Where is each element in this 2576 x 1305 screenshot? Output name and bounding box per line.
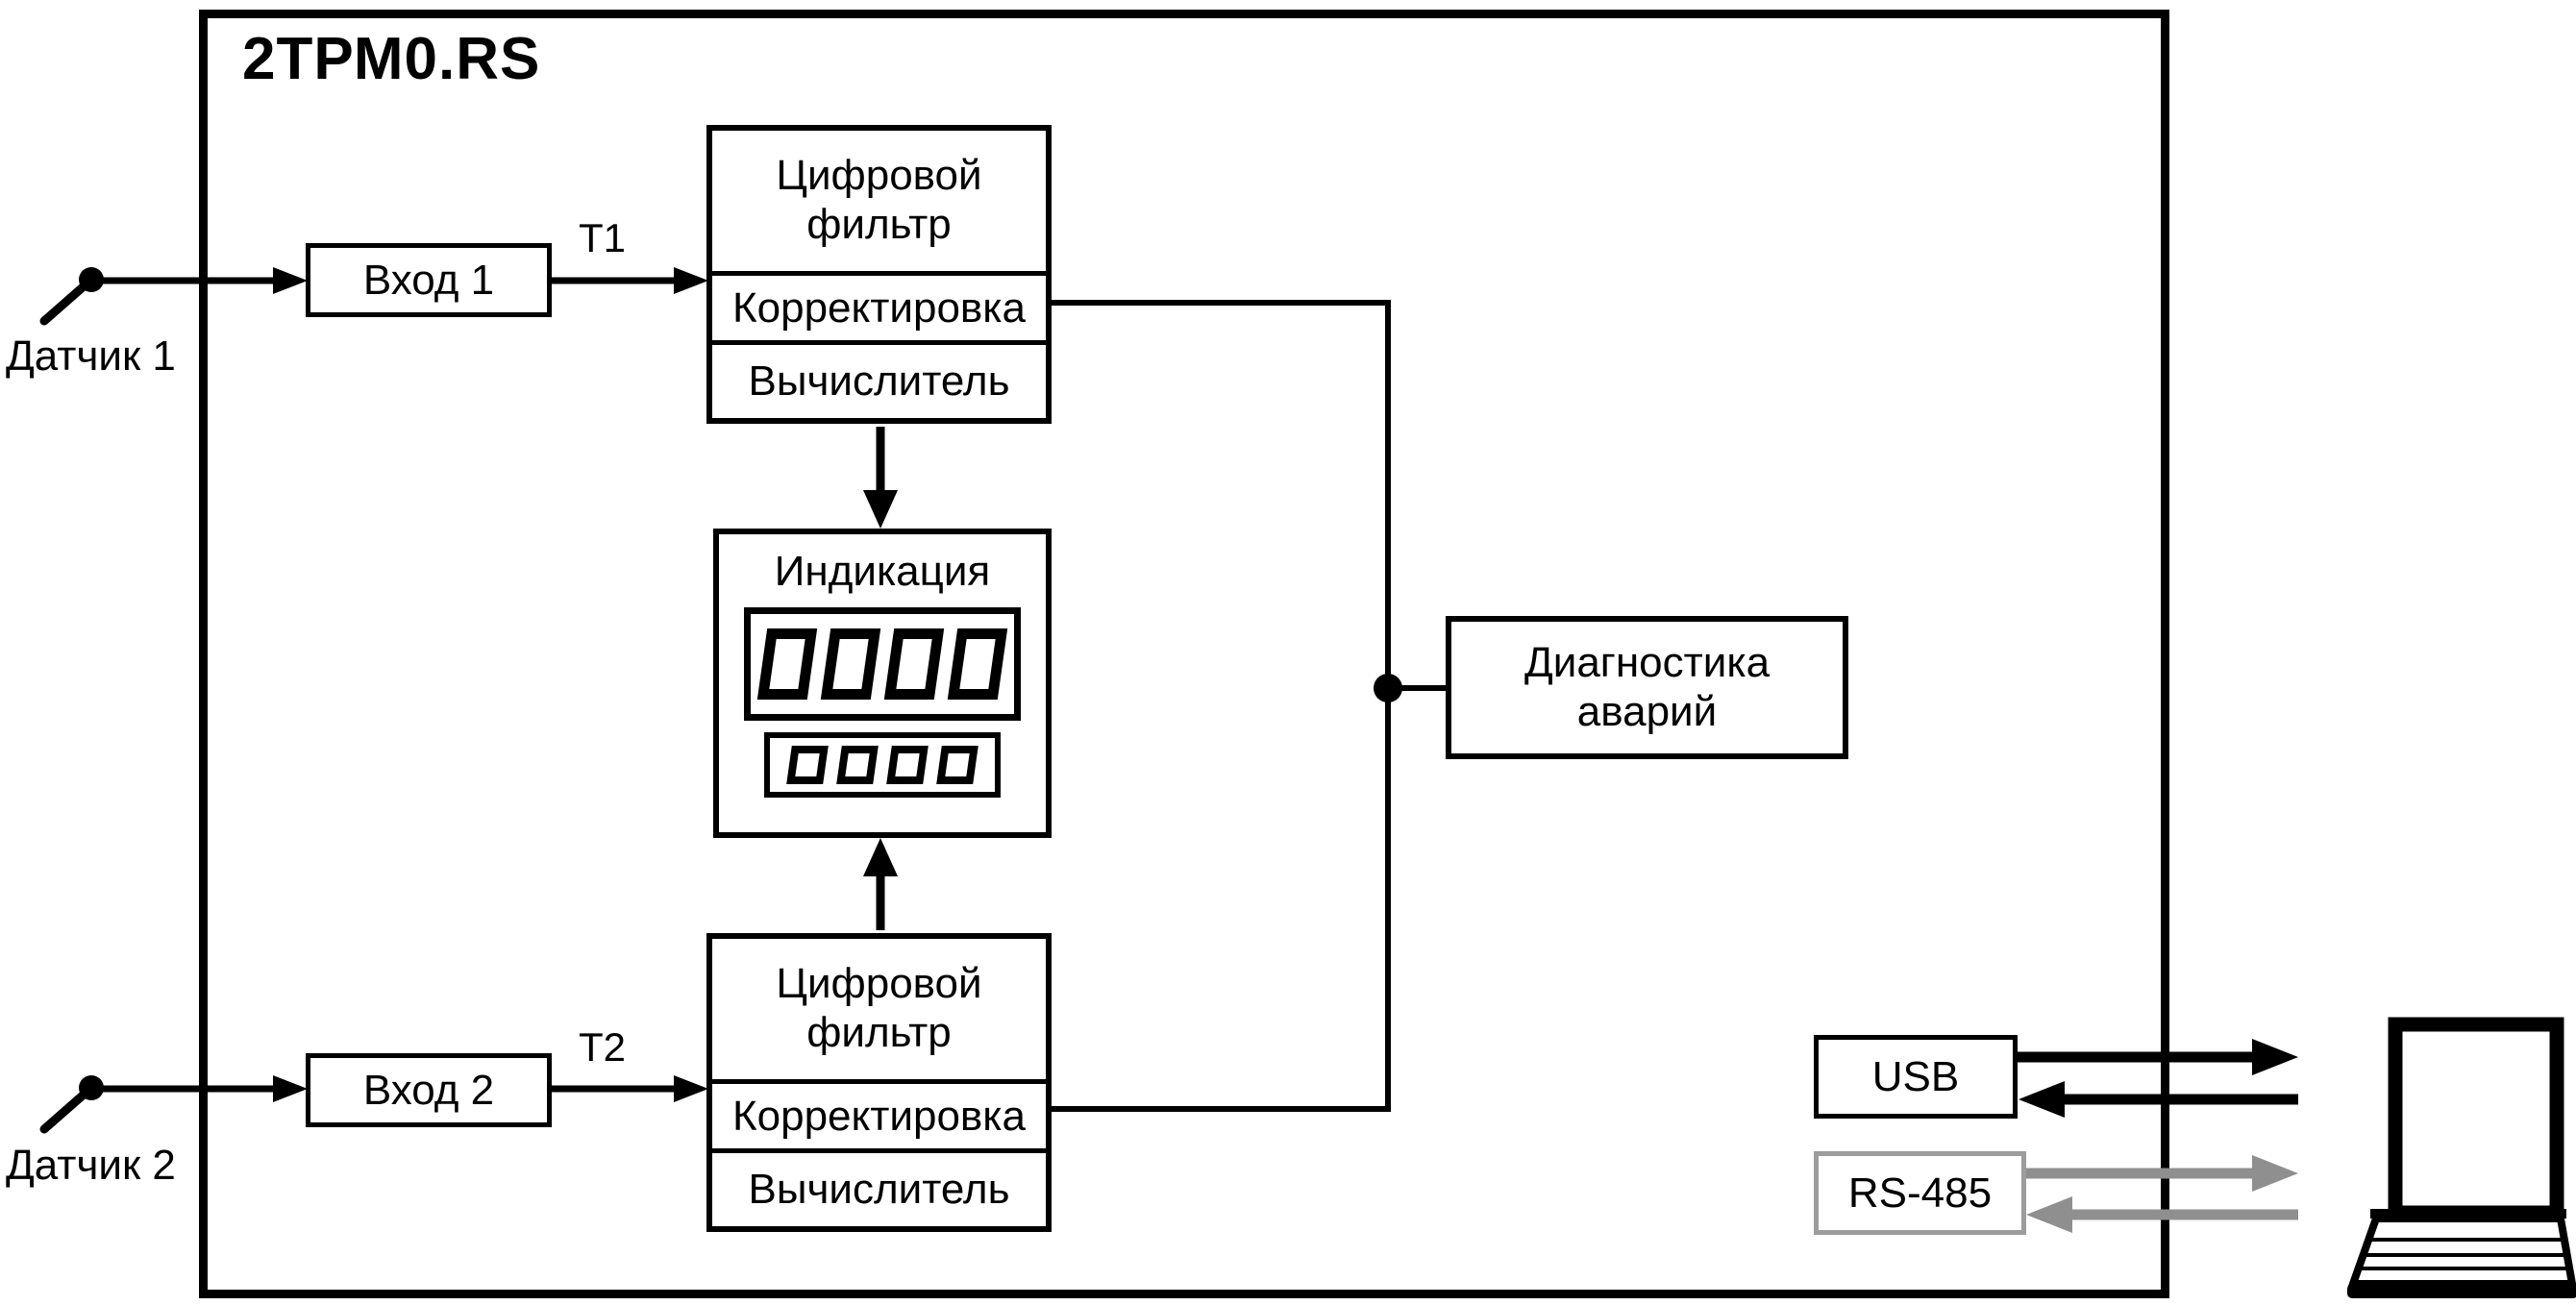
seven-segment-digit	[947, 628, 1008, 700]
device-title: 2ТРМ0.RS	[242, 26, 541, 92]
arrow-rs485-out	[2026, 1155, 2298, 1192]
sensor-1-probe-icon	[39, 267, 104, 326]
sensor-1-label: Датчик 1	[6, 332, 176, 380]
arrow-input2-to-filter2	[552, 1075, 708, 1102]
arrow-input1-to-filter1	[552, 267, 708, 294]
diagnostics-label: Диагностика аварий	[1523, 638, 1771, 735]
correction-row: Корректировка	[712, 1079, 1046, 1148]
arrow-sensor2-to-input2	[91, 1075, 308, 1102]
input-2-box: Вход 2	[306, 1053, 552, 1127]
input-2-label: Вход 2	[362, 1066, 495, 1114]
arrow-filter1-to-indication	[863, 427, 898, 529]
calculator-row: Вычислитель	[712, 340, 1046, 418]
usb-label: USB	[1871, 1052, 1960, 1100]
arrow-usb-in	[2019, 1081, 2298, 1118]
wire-correction-loop	[1052, 300, 1446, 1112]
calculator-row: Вычислитель	[712, 1148, 1046, 1226]
usb-port-box: USB	[1814, 1035, 2018, 1119]
arrow-rs485-in	[2026, 1196, 2298, 1233]
seven-segment-digit	[820, 628, 881, 700]
input-1-label: Вход 1	[362, 256, 495, 304]
arrow-filter2-to-indication	[863, 838, 898, 930]
seven-segment-display-primary	[744, 607, 1021, 721]
indication-title: Индикация	[774, 548, 991, 595]
diagnostics-box: Диагностика аварий	[1446, 616, 1848, 759]
filter-block-top: Цифровой фильтр Корректировка Вычислител…	[706, 125, 1052, 424]
seven-segment-digit	[936, 746, 978, 784]
signal-t2-label: Т2	[579, 1024, 627, 1070]
seven-segment-digit	[883, 628, 945, 700]
correction-row: Корректировка	[712, 271, 1046, 340]
seven-segment-digit	[786, 746, 829, 784]
junction-dot	[1374, 674, 1402, 702]
arrow-usb-out	[2018, 1039, 2298, 1075]
sensor-2-label: Датчик 2	[6, 1142, 176, 1189]
indication-box: Индикация	[713, 529, 1052, 838]
rs485-label: RS-485	[1847, 1169, 1993, 1217]
seven-segment-display-secondary	[764, 732, 1001, 798]
seven-segment-digit	[836, 746, 879, 784]
digital-filter-title: Цифровой фильтр	[776, 152, 982, 248]
digital-filter-title: Цифровой фильтр	[776, 960, 982, 1056]
sensor-2-probe-icon	[39, 1075, 104, 1134]
arrow-sensor1-to-input1	[91, 267, 308, 294]
seven-segment-digit	[756, 628, 818, 700]
filter-block-bottom: Цифровой фильтр Корректировка Вычислител…	[706, 933, 1052, 1232]
laptop-icon	[2347, 1017, 2576, 1298]
rs485-port-box: RS-485	[1814, 1151, 2026, 1235]
input-1-box: Вход 1	[306, 243, 552, 317]
signal-t1-label: Т1	[579, 215, 627, 260]
seven-segment-digit	[886, 746, 929, 784]
